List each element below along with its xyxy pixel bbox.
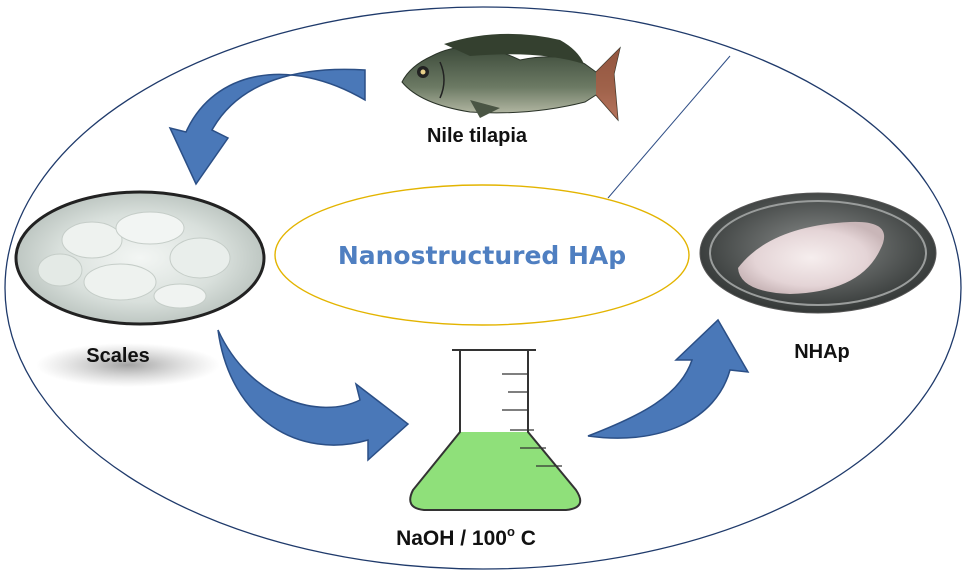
arrow-fish-to-scales: [168, 68, 366, 186]
center-ellipse: [274, 184, 690, 326]
nile-tilapia-fish-image: [401, 33, 621, 122]
arrow-scales-to-flask: [217, 329, 410, 462]
scales-label: Scales: [86, 345, 149, 367]
scales-image: [14, 190, 266, 326]
outer-cycle-ellipse: [4, 6, 962, 570]
erlenmeyer-flask-icon: [409, 349, 582, 511]
center-title: Nanostructured HAp: [338, 241, 626, 270]
product-label: NHAp: [794, 341, 850, 363]
arrow-flask-to-nhap: [587, 318, 750, 439]
connector-line: [607, 55, 731, 199]
nhap-powder-image: [699, 192, 937, 314]
scales-shadow: [36, 343, 220, 387]
flask-condition-label: NaOH / 100o C: [396, 524, 536, 550]
fish-label: Nile tilapia: [427, 125, 528, 147]
